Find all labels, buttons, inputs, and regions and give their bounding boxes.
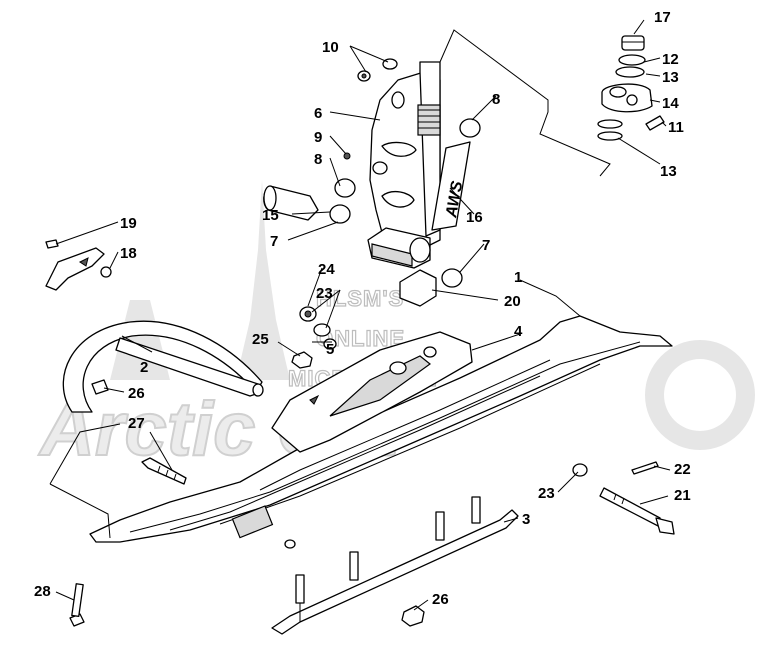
callout-21: 21	[674, 487, 691, 504]
leader-lines	[55, 19, 671, 611]
callout-7-right: 7	[482, 237, 490, 254]
spindle-block	[367, 227, 431, 269]
callout-3: 3	[522, 511, 530, 528]
callout-4: 4	[514, 323, 523, 340]
callout-17: 17	[654, 9, 671, 26]
callout-8-mid: 8	[314, 151, 322, 168]
watermark-line-1: HLSM'S	[316, 286, 404, 311]
group-outline	[439, 29, 611, 177]
callout-13-bottom: 13	[660, 163, 677, 180]
ski-body	[89, 315, 673, 549]
callout-9: 9	[314, 129, 322, 146]
nut-25	[291, 351, 313, 369]
nut-26-loop	[91, 379, 109, 395]
assembly-outline	[49, 423, 121, 539]
axle-bolt	[572, 461, 675, 535]
callout-26-bottom: 26	[432, 591, 449, 608]
callout-14: 14	[662, 95, 679, 112]
side-bracket	[45, 239, 112, 291]
bolt-27	[141, 457, 187, 485]
aws-decal: AWS	[431, 141, 471, 231]
callout-23-bottom: 23	[538, 485, 555, 502]
callout-5: 5	[326, 341, 334, 358]
washers-10	[357, 58, 398, 82]
callout-27: 27	[128, 415, 145, 432]
callout-13-top: 13	[662, 69, 679, 86]
bushing-bracket	[399, 269, 437, 307]
callout-28: 28	[34, 583, 51, 600]
upper-clamp	[597, 35, 665, 141]
bolt-28	[69, 583, 85, 627]
callout-22: 22	[674, 461, 691, 478]
bushings	[263, 118, 481, 288]
callout-15: 15	[262, 207, 279, 224]
callout-18: 18	[120, 245, 137, 262]
spindle-bracket	[271, 331, 473, 453]
callout-7-left: 7	[270, 233, 278, 250]
wear-bar	[271, 496, 519, 635]
callouts: 10 8 6 9 8 15 7 16 7 17 12 13 14 11 13 1…	[34, 9, 691, 608]
callout-24: 24	[318, 261, 335, 278]
watermark-spire	[236, 180, 290, 380]
parts: AWS	[45, 29, 675, 635]
callout-19: 19	[120, 215, 137, 232]
callout-20: 20	[504, 293, 521, 310]
nut-26-bottom	[401, 605, 425, 627]
spindle	[369, 61, 441, 251]
callout-12: 12	[662, 51, 679, 68]
callout-25: 25	[252, 331, 269, 348]
callout-1: 1	[514, 269, 522, 286]
decal-text: AWS	[443, 180, 466, 220]
callout-10: 10	[322, 39, 339, 56]
callout-26-top: 26	[128, 385, 145, 402]
callout-11: 11	[668, 119, 684, 136]
watermark-wheel-inner	[664, 359, 736, 431]
callout-16: 16	[466, 209, 483, 226]
callout-8-top: 8	[492, 91, 500, 108]
callout-2: 2	[140, 359, 148, 376]
callout-23-top: 23	[316, 285, 333, 302]
callout-6: 6	[314, 105, 322, 122]
ski-loop	[62, 320, 264, 413]
